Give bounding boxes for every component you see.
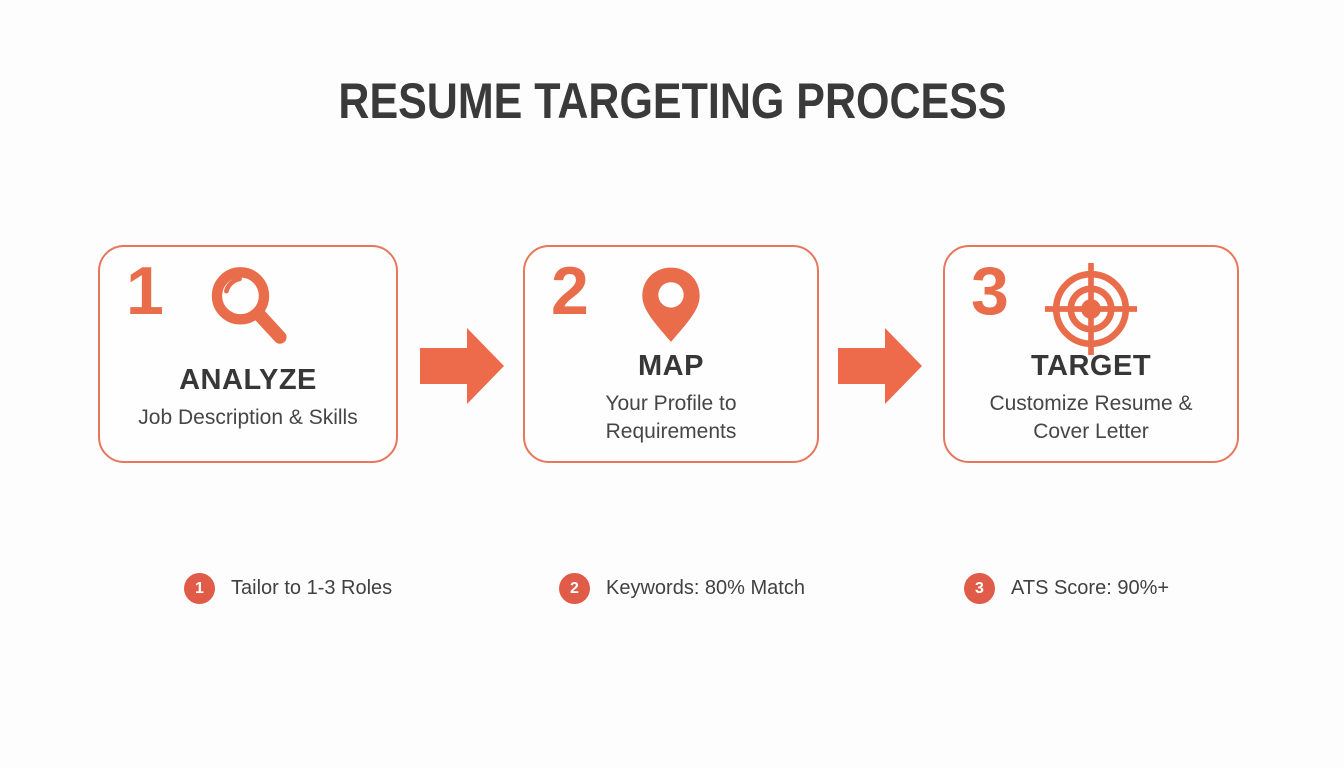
step-title: ANALYZE bbox=[179, 364, 317, 396]
arrow-head bbox=[885, 328, 922, 404]
metric-label: Keywords: 80% Match bbox=[606, 577, 805, 599]
step-card-map: 2 MAP Your Profile to Requirements bbox=[523, 245, 819, 463]
step-number: 3 bbox=[971, 253, 1009, 329]
magnifier-icon bbox=[201, 262, 295, 356]
step-title: MAP bbox=[638, 350, 704, 382]
step-subtitle: Job Description & Skills bbox=[138, 405, 358, 429]
metric-item: 3 ATS Score: 90%+ bbox=[964, 573, 1169, 604]
metric-badge: 2 bbox=[559, 573, 590, 604]
map-pin-icon bbox=[624, 262, 718, 356]
step-subtitle: Customize Resume & Cover Letter bbox=[989, 391, 1193, 443]
step-text-block: TARGET Customize Resume & Cover Letter bbox=[945, 350, 1237, 445]
step-subtitle: Your Profile to Requirements bbox=[605, 391, 737, 443]
metric-badge: 3 bbox=[964, 573, 995, 604]
metric-item: 1 Tailor to 1-3 Roles bbox=[184, 573, 392, 604]
step-number: 2 bbox=[551, 253, 589, 329]
page-title: RESUME TARGETING PROCESS bbox=[0, 76, 1344, 126]
metric-label: Tailor to 1-3 Roles bbox=[231, 577, 393, 599]
metric-badge: 1 bbox=[184, 573, 215, 604]
page-title-text: RESUME TARGETING PROCESS bbox=[337, 73, 1007, 129]
arrow-right-icon bbox=[838, 328, 922, 404]
step-card-target: 3 TARGET Customize Resume & Cover Letter bbox=[943, 245, 1239, 463]
metric-label: ATS Score: 90%+ bbox=[1011, 577, 1170, 599]
arrow-shaft bbox=[420, 348, 467, 384]
step-card-analyze: 1 ANALYZE Job Description & Skills bbox=[98, 245, 398, 463]
arrow-right-icon bbox=[420, 328, 504, 404]
metric-item: 2 Keywords: 80% Match bbox=[559, 573, 805, 604]
arrow-head bbox=[467, 328, 504, 404]
step-text-block: MAP Your Profile to Requirements bbox=[525, 350, 817, 445]
arrow-shaft bbox=[838, 348, 885, 384]
target-icon bbox=[1044, 262, 1138, 356]
step-text-block: ANALYZE Job Description & Skills bbox=[100, 364, 396, 432]
step-number: 1 bbox=[126, 253, 164, 329]
step-title: TARGET bbox=[1030, 350, 1152, 382]
